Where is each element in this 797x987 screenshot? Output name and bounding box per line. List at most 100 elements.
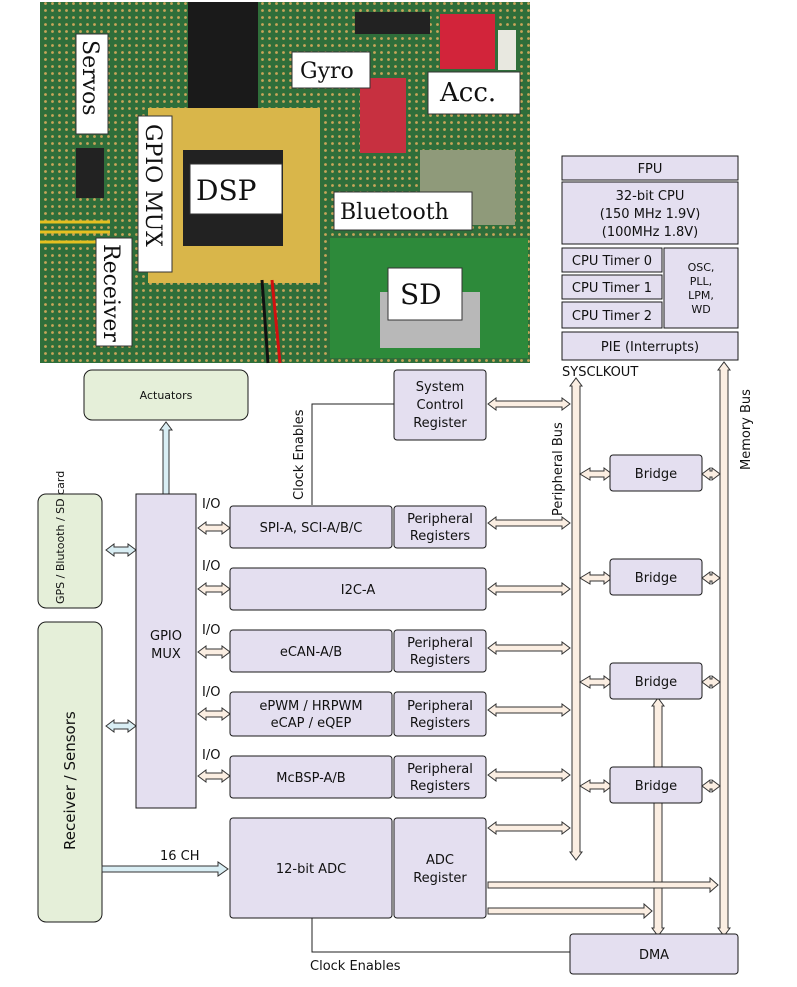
bridge-4-box [609,766,703,804]
spi-label: SPI-A, SCI-A/B/C [260,521,363,536]
dma-label: DMA [639,948,669,963]
label-bluetooth: Bluetooth [333,191,473,231]
spi-registers-line2: Registers [410,529,471,544]
label-dsp: DSP [189,163,283,215]
mcbsp-registers-box [393,755,487,799]
bridge-3: Bridge [579,662,721,700]
label-gyro-text: Gyro [300,59,354,84]
actuators-box-group: Actuators [83,369,249,421]
bridge-1-left-arrow [579,467,613,481]
gps-gpio-arrow [105,543,137,557]
cpu-line1: 32-bit CPU [616,189,685,204]
osc-box [663,247,739,329]
receiver-box-group: Receiver / Sensors [37,621,103,923]
timer0-label: CPU Timer 0 [572,254,652,269]
osc-label: OSC, [688,261,715,274]
gpio-mux-box [135,493,197,809]
mcbsp-registers-line2: Registers [410,779,471,794]
ecan-bus-arrow [487,641,571,655]
fpu-box [561,155,739,181]
syscontrol-bus-arrow [487,397,571,411]
peripheral-bus [569,377,583,861]
timer2-box [561,301,663,329]
bridge-1-box [609,454,703,492]
label-gpio-mux: GPIO MUX [137,115,173,273]
servo-pins [76,148,104,198]
system-control-line3: Register [413,416,467,431]
cpu-line2: (150 MHz 1.9V) [600,207,701,222]
label-acc: Acc. [427,71,521,115]
16ch-label: 16 CH [160,849,200,864]
bridge-1: Bridge [579,454,721,492]
bridge-2-box [609,558,703,596]
bridge-bus [651,697,665,937]
bridge-4-left-arrow [579,779,613,793]
gpio-mux-line1: GPIO [150,629,182,644]
bridge-3-left-arrow [579,675,613,689]
memory-bus [717,361,731,937]
bridge-3-label: Bridge [635,675,677,690]
label-sd-text: SD [400,278,442,311]
label-dsp-text: DSP [196,174,256,207]
adc-bridge-arrow [487,902,653,920]
hardware-photo: Servos Gyro Acc. GPIO MUX DSP Bluetooth … [40,2,530,364]
epwm-registers-box [393,691,487,737]
actuators-box [83,369,249,421]
receiver-sensors-label: Receiver / Sensors [61,711,79,850]
clock-enables-line-bottom [311,918,570,953]
io-arrow-3 [197,645,231,659]
adc-bus-arrow [487,821,571,835]
wd-label: WD [691,303,710,316]
gpio-mux-line2: MUX [151,647,181,662]
bridge-3-right-arrow [701,675,721,689]
bridge-4-label: Bridge [635,779,677,794]
bridge-4: Bridge [579,766,721,804]
spi-bus-arrow [487,516,571,530]
io-arrow-5 [197,769,231,783]
io-arrow-4 [197,707,231,721]
label-receiver: Receiver [95,237,133,347]
system-control-line2: Control [417,398,464,413]
clock-enables-line-top [311,403,394,505]
label-servos: Servos [75,33,109,135]
adc-register-line2: Register [413,871,467,886]
system-control-line1: System [416,380,464,395]
receiver-sensors-box [37,621,103,923]
label-acc-text: Acc. [439,78,496,108]
timer0-box [561,247,663,273]
io-arrow-1 [197,521,231,535]
gps-box-group: GPS / Blutooth / SD card [37,471,103,609]
adc-memory-arrow [487,876,719,894]
epwm-bus-arrow [487,703,571,717]
bridge-1-right-arrow [701,467,721,481]
pie-box [561,331,739,361]
epwm-line1: ePWM / HRPWM [259,699,362,714]
ecan-registers-box [393,629,487,673]
adc-register-line1: ADC [426,853,454,868]
cpu-line3: (100MHz 1.8V) [602,225,698,240]
adc-register-box [393,817,487,919]
io-label-4: I/O [202,685,220,700]
connector [498,30,516,70]
label-bluetooth-text: Bluetooth [340,200,449,225]
ecan-registers-line1: Peripheral [407,636,473,651]
ecan-box [229,629,393,673]
bridge-4-right-arrow [701,779,721,793]
bridge-2-left-arrow [579,571,613,585]
io-label-5: I/O [202,748,220,763]
label-servos-text: Servos [77,40,102,116]
label-sd: SD [387,267,463,321]
cpu-block: FPU 32-bit CPU (150 MHz 1.9V) (100MHz 1.… [561,155,739,361]
actuators-label: Actuators [140,389,193,402]
gps-label: GPS / Blutooth / SD card [54,471,67,604]
epwm-line2: eCAP / eQEP [271,716,352,731]
pie-label: PIE (Interrupts) [601,340,699,355]
16ch-arrow [101,861,229,877]
bridge-2-right-arrow [701,571,721,585]
mcbsp-box [229,755,393,799]
acc-board [440,14,495,69]
gyro-board [360,78,406,153]
timer1-box [561,274,663,300]
pll-label: PLL, [690,275,712,288]
